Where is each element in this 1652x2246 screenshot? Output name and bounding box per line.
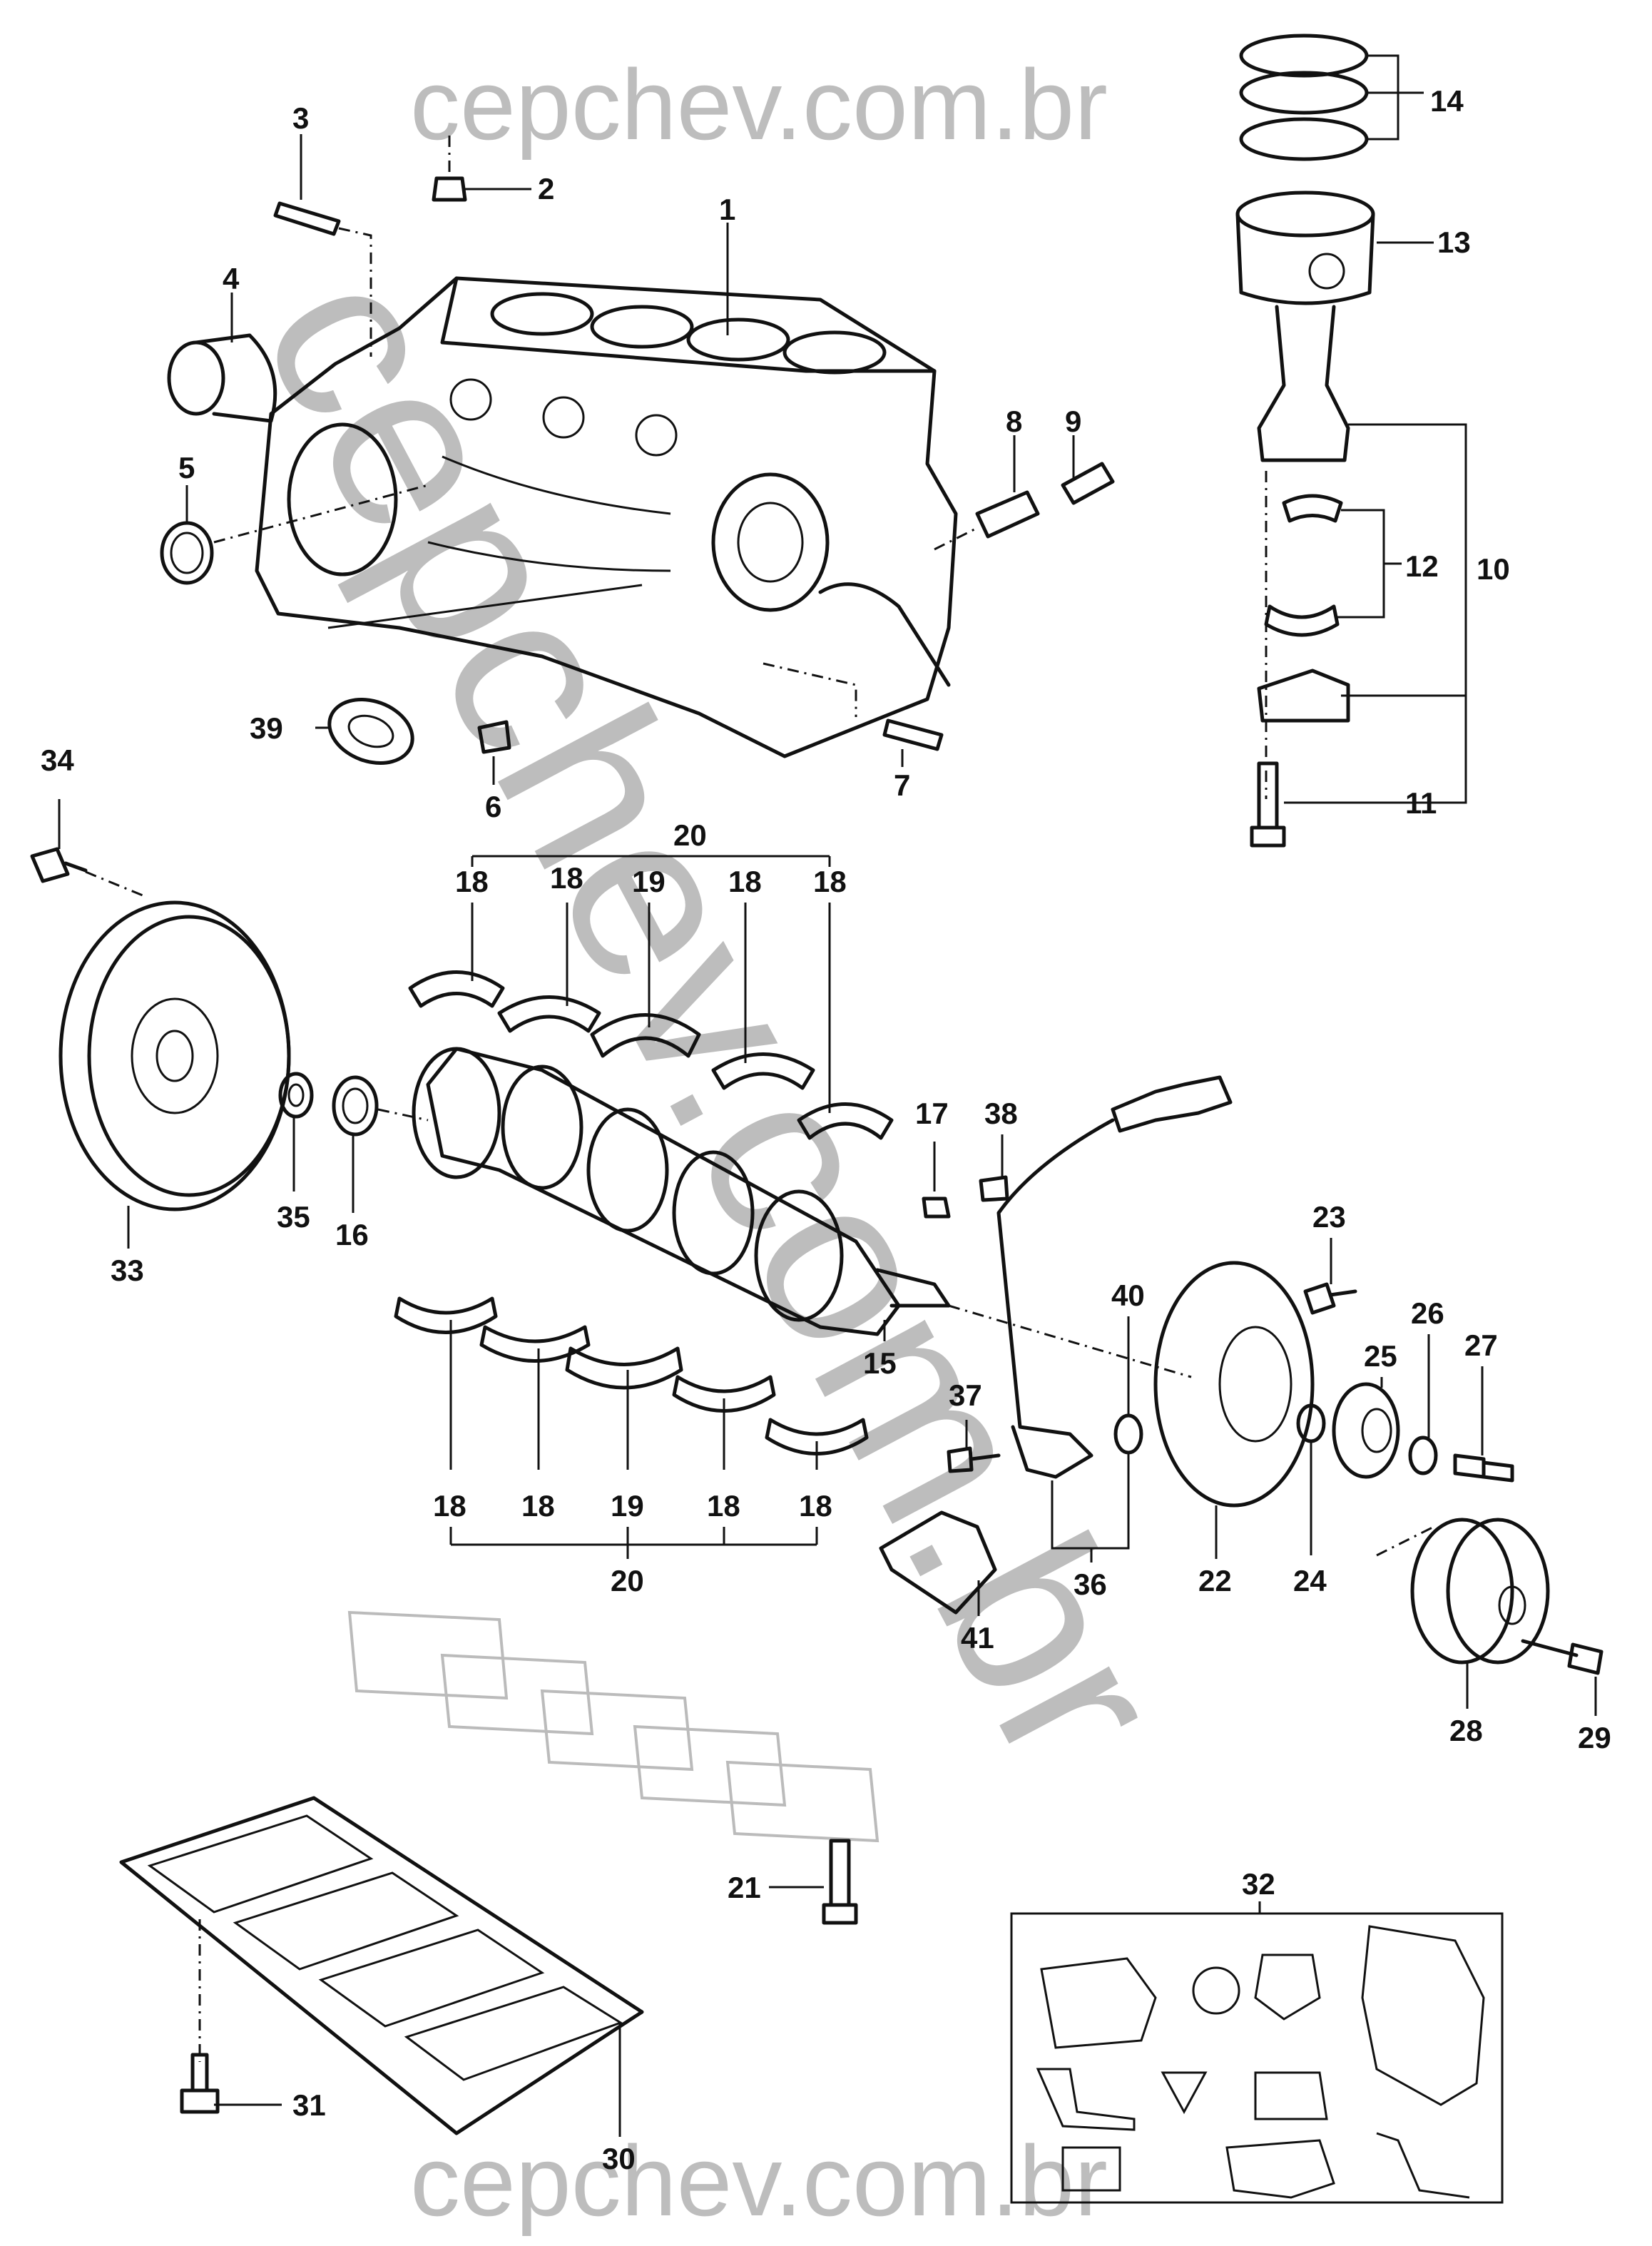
callout-30: 30 xyxy=(602,2142,636,2175)
part-38-clip xyxy=(979,1175,1009,1202)
callout-18c: 18 xyxy=(728,865,762,898)
part-31-bolt xyxy=(180,1919,220,2114)
callout-33: 33 xyxy=(111,1254,144,1287)
callout-19b: 19 xyxy=(611,1489,644,1523)
callout-4: 4 xyxy=(223,262,240,295)
part-15-crankshaft xyxy=(412,1047,951,1336)
part-17-key xyxy=(922,1196,951,1219)
callout-6: 6 xyxy=(485,790,501,823)
part-30-bed-plate xyxy=(119,1796,644,2135)
part-35-pilot-bearing xyxy=(278,1072,314,1119)
callout-29: 29 xyxy=(1578,1721,1611,1754)
callout-28: 28 xyxy=(1449,1714,1483,1747)
part-10-rod-cap xyxy=(1257,669,1350,723)
callout-3: 3 xyxy=(292,101,309,135)
callout-23: 23 xyxy=(1312,1200,1346,1234)
part-8-sleeve xyxy=(975,490,1040,539)
callout-15: 15 xyxy=(863,1346,897,1380)
callout-16: 16 xyxy=(335,1218,369,1251)
callout-5: 5 xyxy=(178,451,195,484)
part-34-flywheel-bolt xyxy=(30,847,143,897)
callout-labels: 1 2 3 4 5 6 7 8 9 10 11 12 13 14 15 16 1… xyxy=(41,84,1611,2175)
callout-26: 26 xyxy=(1411,1296,1444,1330)
callout-14: 14 xyxy=(1430,84,1464,118)
callout-39: 39 xyxy=(250,711,283,745)
part-41-bracket xyxy=(879,1510,997,1615)
part-3-dowel xyxy=(273,201,372,357)
part-33-flywheel xyxy=(58,900,291,1211)
part-25-crank-sprocket xyxy=(1332,1382,1400,1479)
part-19-lower-thrust-bearing xyxy=(565,1346,683,1390)
callout-21: 21 xyxy=(728,1871,761,1904)
part-27-bolt xyxy=(1453,1453,1514,1483)
callout-20b: 20 xyxy=(611,1564,644,1597)
part-26-spacer xyxy=(1408,1435,1438,1475)
part-7-dowel xyxy=(763,662,944,751)
part-37-bolt xyxy=(947,1446,1001,1473)
callout-38: 38 xyxy=(984,1097,1018,1130)
callout-18a: 18 xyxy=(455,865,489,898)
part-22-reluctor-plate xyxy=(948,1261,1315,1508)
callout-34: 34 xyxy=(41,743,74,777)
callout-18e: 18 xyxy=(433,1489,466,1523)
callout-24: 24 xyxy=(1293,1564,1327,1597)
part-21-main-cap-bolt xyxy=(822,1839,858,1925)
callout-13: 13 xyxy=(1437,225,1471,259)
part-2-plug xyxy=(432,136,467,202)
callout-9: 9 xyxy=(1065,405,1081,438)
callout-19a: 19 xyxy=(632,865,666,898)
watermark-top: cepchev.com.br xyxy=(410,49,1108,161)
callout-32: 32 xyxy=(1242,1867,1275,1901)
callout-1: 1 xyxy=(719,193,735,226)
callout-18d: 18 xyxy=(813,865,847,898)
callout-18g: 18 xyxy=(707,1489,740,1523)
part-10-connecting-rod xyxy=(1257,305,1350,799)
part-40-o-ring xyxy=(1113,1413,1143,1455)
part-32-gasket-kit xyxy=(1010,1912,1504,2204)
callout-20a: 20 xyxy=(673,818,707,852)
part-16-rear-seal xyxy=(332,1075,429,1137)
watermark-diagonal: cepchev.com.br xyxy=(211,228,1217,1804)
callout-7: 7 xyxy=(894,768,910,802)
part-18-lower-bearing-shells xyxy=(394,1296,869,1455)
part-12-bearing-shells xyxy=(1264,494,1343,637)
callout-25: 25 xyxy=(1364,1339,1397,1373)
part-19-upper-thrust-bearing xyxy=(590,1013,701,1058)
engine-block xyxy=(255,276,958,758)
part-9-plug xyxy=(934,462,1115,551)
callout-41: 41 xyxy=(961,1621,994,1655)
leader-lines xyxy=(58,54,1597,2137)
callout-12: 12 xyxy=(1405,549,1439,583)
part-4-sleeve xyxy=(167,333,277,423)
callout-27: 27 xyxy=(1464,1328,1498,1362)
callout-40: 40 xyxy=(1111,1279,1145,1312)
main-bearing-caps-ghost xyxy=(347,1610,879,1843)
part-39-cover xyxy=(327,698,414,765)
callout-8: 8 xyxy=(1006,405,1022,438)
callout-18b: 18 xyxy=(550,861,583,895)
part-11-rod-bolt xyxy=(1250,761,1286,848)
callout-11: 11 xyxy=(1405,786,1437,820)
callout-18h: 18 xyxy=(799,1489,832,1523)
part-29-pulley-bolt xyxy=(1521,1639,1603,1675)
callout-37: 37 xyxy=(949,1378,982,1412)
part-14-piston-rings xyxy=(1239,34,1369,161)
callout-31: 31 xyxy=(292,2088,326,2122)
watermark-bottom: cepchev.com.br xyxy=(410,2125,1108,2237)
part-23-bolt xyxy=(1303,1282,1357,1315)
part-36-crankshaft-sensor xyxy=(996,1075,1233,1479)
part-28-crank-pulley xyxy=(1376,1518,1550,1665)
callout-22: 22 xyxy=(1198,1564,1232,1597)
part-5-seal xyxy=(160,484,429,585)
callout-36: 36 xyxy=(1074,1567,1107,1601)
callout-17: 17 xyxy=(915,1097,949,1130)
callout-2: 2 xyxy=(538,172,554,205)
callout-10: 10 xyxy=(1477,552,1510,586)
callout-35: 35 xyxy=(277,1200,310,1234)
part-13-piston xyxy=(1235,190,1375,305)
callout-18f: 18 xyxy=(521,1489,555,1523)
part-6-plug xyxy=(477,720,511,754)
